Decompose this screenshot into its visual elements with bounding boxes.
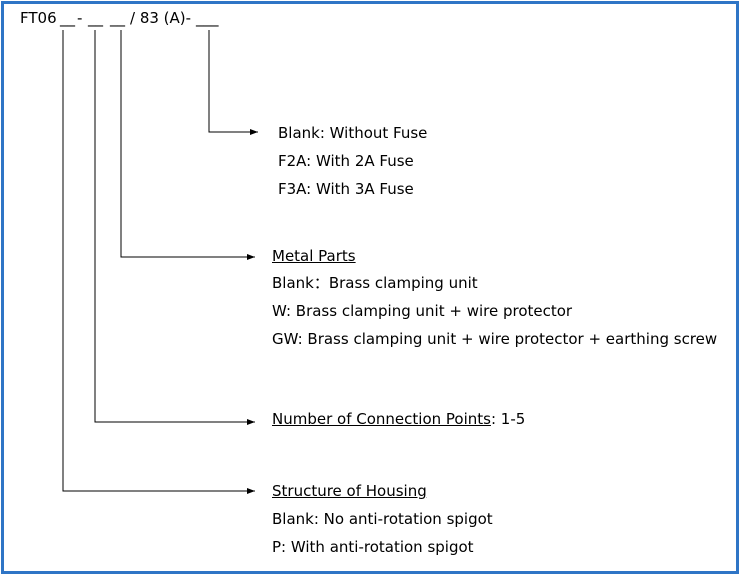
code-slot-metal: __ bbox=[110, 9, 125, 27]
connector-metal-parts bbox=[120, 30, 255, 260]
metal-option-1: Blank：Brass clamping unit bbox=[272, 274, 478, 292]
connection-points-label: Number of Connection Points: 1-5 bbox=[272, 410, 525, 428]
fuse-option-3: F3A: With 3A Fuse bbox=[278, 180, 414, 198]
connection-points-range: : 1-5 bbox=[490, 410, 526, 428]
housing-option-1: Blank: No anti-rotation spigot bbox=[272, 510, 493, 528]
code-slot-housing: __ bbox=[60, 9, 75, 27]
code-middle: / 83 (A)- bbox=[130, 9, 192, 27]
metal-option-2: W: Brass clamping unit + wire protector bbox=[272, 302, 573, 320]
code-prefix: FT06 bbox=[20, 9, 57, 27]
fuse-option-2: F2A: With 2A Fuse bbox=[278, 152, 414, 170]
housing-option-2: P: With anti-rotation spigot bbox=[272, 538, 474, 556]
housing-title: Structure of Housing bbox=[272, 482, 427, 500]
fuse-option-1: Blank: Without Fuse bbox=[278, 124, 428, 142]
metal-parts-title: Metal Parts bbox=[272, 247, 356, 265]
metal-option-3: GW: Brass clamping unit + wire protector… bbox=[272, 330, 718, 348]
code-slot-fuse: ___ bbox=[196, 9, 219, 27]
connector-fuse bbox=[208, 30, 258, 135]
connector-connection-points bbox=[94, 30, 255, 425]
connector-housing bbox=[62, 30, 255, 494]
code-slot-points: __ bbox=[88, 9, 103, 27]
connection-points-title: Number of Connection Points bbox=[272, 410, 491, 428]
code-dash: - bbox=[77, 9, 83, 27]
